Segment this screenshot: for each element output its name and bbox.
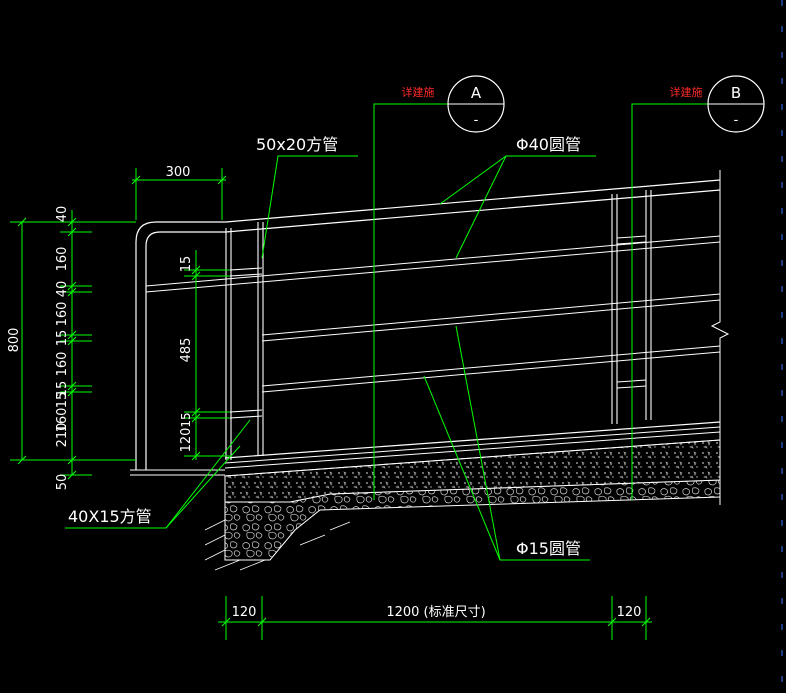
handrail-top-2 bbox=[225, 189, 721, 233]
section-line-b bbox=[631, 103, 708, 500]
deck-top bbox=[224, 421, 721, 459]
bay-rail-c bbox=[229, 409, 263, 413]
foundation bbox=[130, 421, 721, 571]
break-line bbox=[710, 170, 730, 505]
dim-left-chain-1: 160 bbox=[55, 247, 70, 272]
dim-left-chain-5: 160 bbox=[55, 352, 70, 377]
dim-bottom-right: 120 bbox=[617, 605, 642, 620]
bay-rail-a bbox=[229, 267, 263, 271]
label-round-tube-15: Φ15圆管 bbox=[516, 539, 581, 558]
dim-top-300: 300 bbox=[166, 165, 191, 180]
label-round-tube-40: Φ40圆管 bbox=[516, 135, 581, 154]
ref-b-sub: - bbox=[734, 113, 739, 128]
dim-left-chain-0: 40 bbox=[55, 206, 70, 223]
dim-left-800: 800 bbox=[7, 328, 22, 353]
dim-bottom-left: 120 bbox=[232, 605, 257, 620]
dim-inner-15: 15 bbox=[179, 256, 194, 273]
dim-left-chain-3: 160 bbox=[55, 302, 70, 327]
bay-rail-d bbox=[229, 415, 263, 419]
deck-line-4 bbox=[224, 439, 721, 477]
label-square-tube-top: 50x20方管 bbox=[256, 135, 338, 154]
ref-a-sub: - bbox=[474, 113, 479, 128]
dim-inner-120: 120 bbox=[179, 428, 194, 453]
deck-line-2 bbox=[224, 426, 721, 464]
ref-a-letter: A bbox=[471, 84, 482, 102]
dim-left-chain-10: 50 bbox=[55, 474, 70, 491]
leaders bbox=[65, 155, 596, 561]
dim-left-chain-9: 210 bbox=[55, 423, 70, 448]
end-post-inner bbox=[145, 231, 226, 470]
rail-3a bbox=[261, 345, 721, 387]
ref-b-note: 详建施 bbox=[670, 85, 703, 99]
dim-left-chain-8: 15 bbox=[55, 392, 70, 409]
dim-inner-485: 485 bbox=[179, 338, 194, 363]
dim-left-chain-4: 15 bbox=[55, 330, 70, 347]
end-post-outer bbox=[135, 221, 226, 470]
dim-left-chain-2: 40 bbox=[55, 281, 70, 298]
label-square-tube-bottom: 40X15方管 bbox=[68, 507, 152, 526]
ref-bubble-b: B - 详建施 bbox=[670, 75, 765, 133]
deck-line-3 bbox=[224, 431, 721, 469]
dim-left-chain-6: 15 bbox=[55, 381, 70, 398]
dim-inner-15b: 15 bbox=[179, 412, 193, 427]
handrail-top-1 bbox=[225, 179, 721, 223]
railing bbox=[135, 170, 730, 505]
dim-left-chain-7: 160 bbox=[55, 408, 70, 433]
ref-b-letter: B bbox=[731, 84, 741, 102]
dim-bottom-main: 1200 (标准尺寸) bbox=[386, 605, 485, 620]
ref-a-note: 详建施 bbox=[402, 85, 435, 99]
ref-bubble-a: A - 详建施 bbox=[402, 75, 505, 133]
section-lines bbox=[373, 103, 708, 500]
earth-hatch bbox=[204, 519, 351, 571]
rail-2b bbox=[261, 299, 721, 342]
section-line-a bbox=[373, 103, 448, 500]
rail-2a bbox=[261, 293, 721, 336]
rail-1a bbox=[145, 235, 721, 287]
dimension-lines bbox=[10, 168, 652, 640]
bay-rail-b bbox=[229, 273, 263, 277]
rail-3b bbox=[261, 351, 721, 393]
rail-1b bbox=[145, 241, 721, 293]
